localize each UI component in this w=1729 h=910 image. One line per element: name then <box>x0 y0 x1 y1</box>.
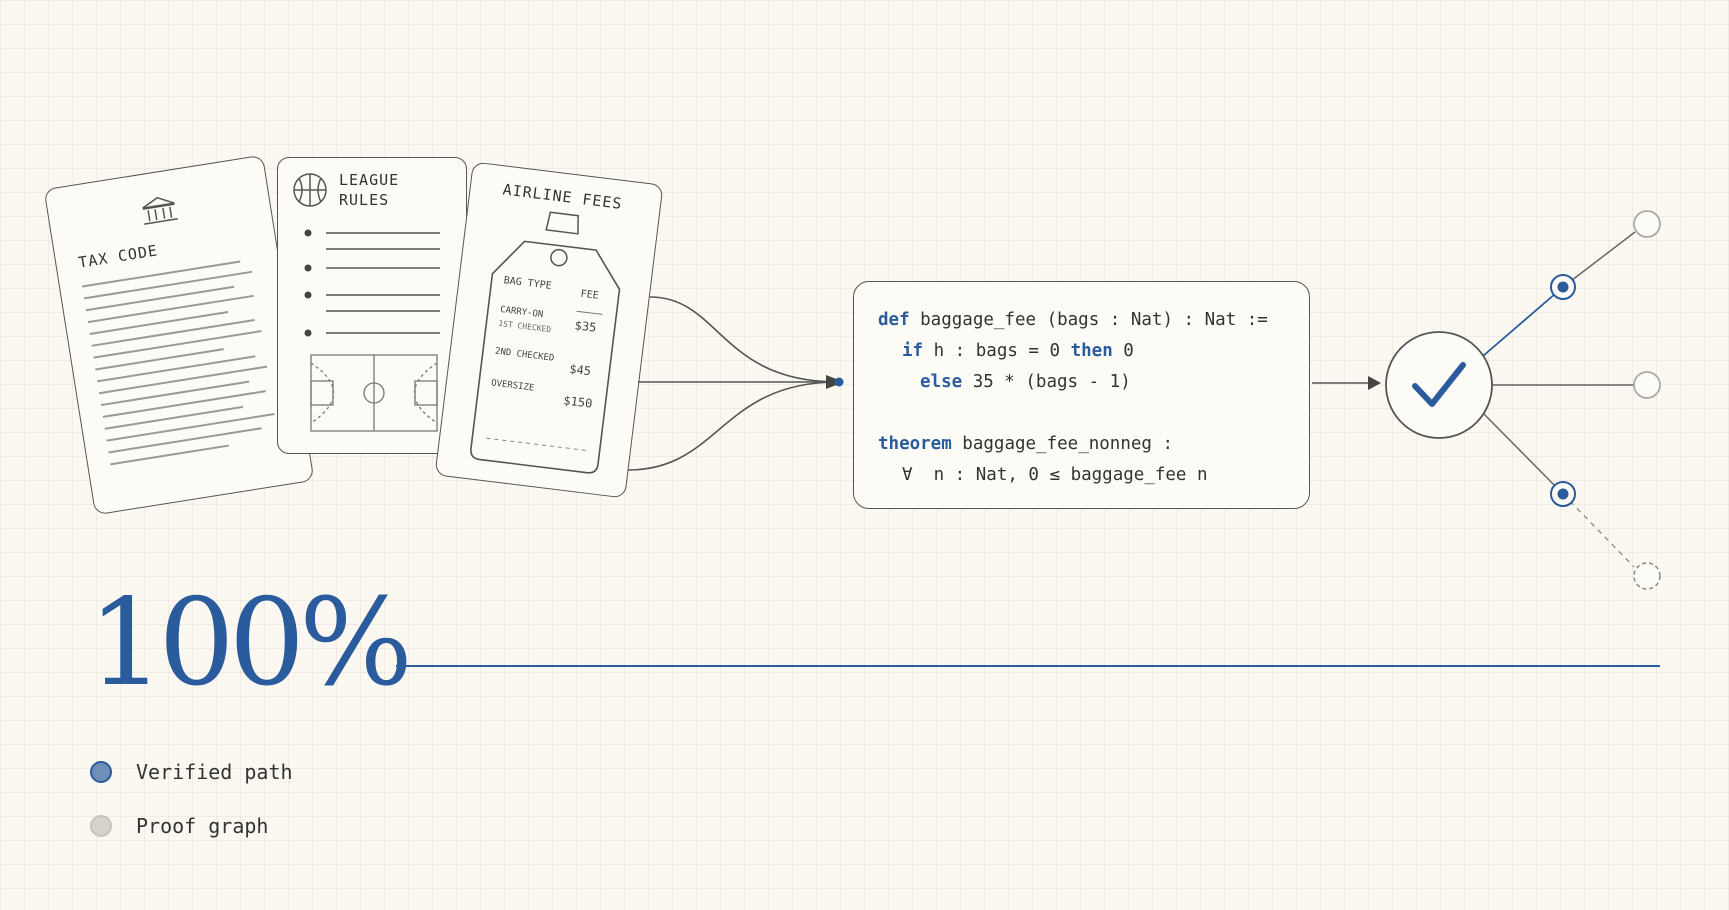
bullet-icon <box>304 329 312 337</box>
legend-label: Proof graph <box>136 814 269 838</box>
row-fee: $45 <box>568 361 592 379</box>
proof-node-icon <box>1633 210 1661 238</box>
legend-dot-icon <box>90 761 112 783</box>
code-text: h : bags = 0 <box>923 341 1071 361</box>
code-line-if: if h : bags = 0 then 0 <box>902 341 1134 361</box>
tax-code-title: TAX CODE <box>77 241 160 272</box>
league-rules-document: LEAGUE RULES <box>277 157 467 454</box>
legend-dot-icon <box>90 815 112 837</box>
bank-icon <box>137 192 182 234</box>
bullet-icon <box>304 264 312 272</box>
court-icon <box>310 354 438 432</box>
legend-verified-path: Verified path <box>90 760 293 784</box>
basketball-icon <box>292 172 328 212</box>
code-line-theorem: theorem baggage_fee_nonneg : <box>878 434 1173 454</box>
legend-proof-graph: Proof graph <box>90 814 268 838</box>
code-line-forall: ∀ n : Nat, 0 ≤ baggage_fee n <box>902 465 1208 485</box>
code-keyword: def <box>878 310 910 330</box>
pending-node-icon <box>1633 562 1661 590</box>
proof-node-icon <box>1633 371 1661 399</box>
bullet-icon <box>304 229 312 237</box>
code-text: 35 * (bags - 1) <box>962 372 1131 392</box>
row-fee: $35 <box>573 318 598 335</box>
verified-node-icon <box>1550 481 1576 507</box>
league-rules-title-2: RULES <box>339 191 390 209</box>
code-line-def: def baggage_fee (bags : Nat) : Nat := <box>878 310 1268 330</box>
verified-node-icon <box>1550 274 1576 300</box>
text-line <box>95 348 224 371</box>
luggage-tag-icon <box>470 211 621 474</box>
text-line <box>91 319 255 347</box>
verified-check-icon <box>1385 331 1493 439</box>
league-rules-title-1: LEAGUE <box>339 171 400 189</box>
code-keyword: then <box>1070 341 1113 361</box>
code-text: 0 <box>1112 341 1134 361</box>
text-line <box>100 380 250 407</box>
fee-header: FEE <box>579 288 600 302</box>
stat-rule <box>396 665 1660 667</box>
text-line <box>108 427 262 454</box>
code-keyword: theorem <box>878 434 952 454</box>
text-line <box>102 390 267 418</box>
airline-fees-document: AIRLINE FEES BAG TYPE FEE CARRY-ON $35 1… <box>434 161 664 499</box>
text-line <box>97 355 256 383</box>
legend-label: Verified path <box>136 760 293 784</box>
stat-value: 100% <box>88 574 413 713</box>
code-text: baggage_fee_nonneg : <box>951 434 1174 454</box>
text-line <box>85 285 235 312</box>
rule-list <box>304 229 440 432</box>
code-text: ∀ n : Nat, 0 ≤ baggage_fee n <box>902 465 1208 485</box>
text-line <box>104 405 244 430</box>
code-text: baggage_fee (bags : Nat) : Nat := <box>909 310 1268 330</box>
text-line <box>89 311 229 335</box>
text-line <box>87 294 254 324</box>
lean-code-block: def baggage_fee (bags : Nat) : Nat := if… <box>853 281 1310 509</box>
bullet-icon <box>304 291 312 299</box>
code-keyword: if <box>902 341 924 361</box>
code-keyword: else <box>920 372 963 392</box>
tax-code-document: TAX CODE <box>43 154 315 516</box>
code-line-else: else 35 * (bags - 1) <box>920 372 1131 392</box>
